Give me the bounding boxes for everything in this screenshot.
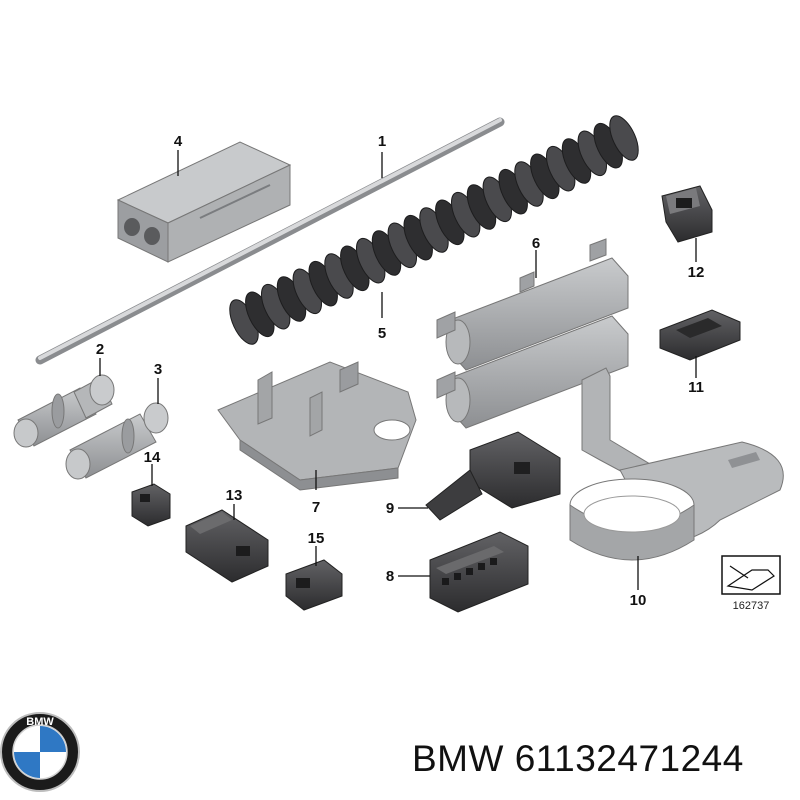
- callout-10: 10: [630, 556, 647, 609]
- part-caption: BMW 61132471244: [412, 738, 744, 780]
- callout-number-5: 5: [378, 325, 386, 342]
- callout-number-7: 7: [312, 499, 320, 516]
- part-11-clip: [659, 309, 741, 361]
- callout-number-12: 12: [688, 264, 705, 281]
- callout-7: 7: [312, 470, 320, 516]
- part-8-connector: [429, 531, 529, 613]
- part-2-plug: [13, 374, 115, 448]
- callout-number-13: 13: [226, 487, 243, 504]
- part-10-ring-bracket: [569, 367, 784, 561]
- callout-number-3: 3: [154, 361, 162, 378]
- callout-13: 13: [226, 487, 243, 520]
- part-3-plug: [65, 402, 169, 480]
- part-1-rod: [35, 117, 505, 365]
- part-12-connector: [661, 185, 713, 243]
- callout-3: 3: [154, 361, 162, 404]
- callout-1: 1: [378, 133, 386, 178]
- part-7-bracket: [217, 361, 417, 491]
- callout-14: 14: [144, 449, 161, 486]
- part-6-double-holder: [436, 238, 629, 429]
- part-4-housing: [116, 141, 292, 263]
- callout-4: 4: [174, 133, 183, 176]
- part-5-corrugated-tube: [229, 115, 639, 345]
- reference-box: 162737: [721, 555, 781, 612]
- bmw-logo: BMW: [0, 712, 80, 792]
- callout-12: 12: [688, 238, 705, 281]
- callout-6: 6: [532, 235, 540, 278]
- callout-8: 8: [386, 568, 430, 585]
- callout-number-11: 11: [688, 379, 704, 396]
- callout-number-6: 6: [532, 235, 540, 252]
- bellows-ring: [609, 115, 639, 161]
- callout-9: 9: [386, 500, 428, 517]
- logo-letters: BMW: [26, 716, 54, 728]
- part-15-connector: [285, 559, 343, 611]
- part-14-connector: [131, 483, 171, 527]
- part-13-connector: [185, 509, 269, 583]
- brand-name: BMW: [412, 738, 504, 779]
- callout-15: 15: [308, 530, 325, 566]
- callout-5: 5: [378, 292, 386, 342]
- callout-number-8: 8: [386, 568, 394, 585]
- part-9-connector: [425, 431, 561, 521]
- callout-number-1: 1: [378, 133, 386, 150]
- callout-number-2: 2: [96, 341, 104, 358]
- part-number: 61132471244: [514, 738, 744, 779]
- callout-layer: 1 2 3 4 5 6 7 8: [96, 133, 705, 609]
- callout-number-10: 10: [630, 592, 647, 609]
- callout-number-15: 15: [308, 530, 325, 547]
- reference-number: 162737: [733, 600, 770, 612]
- callout-number-4: 4: [174, 133, 183, 150]
- callout-11: 11: [688, 356, 704, 396]
- callout-number-14: 14: [144, 449, 161, 466]
- callout-number-9: 9: [386, 500, 394, 517]
- callout-2: 2: [96, 341, 104, 376]
